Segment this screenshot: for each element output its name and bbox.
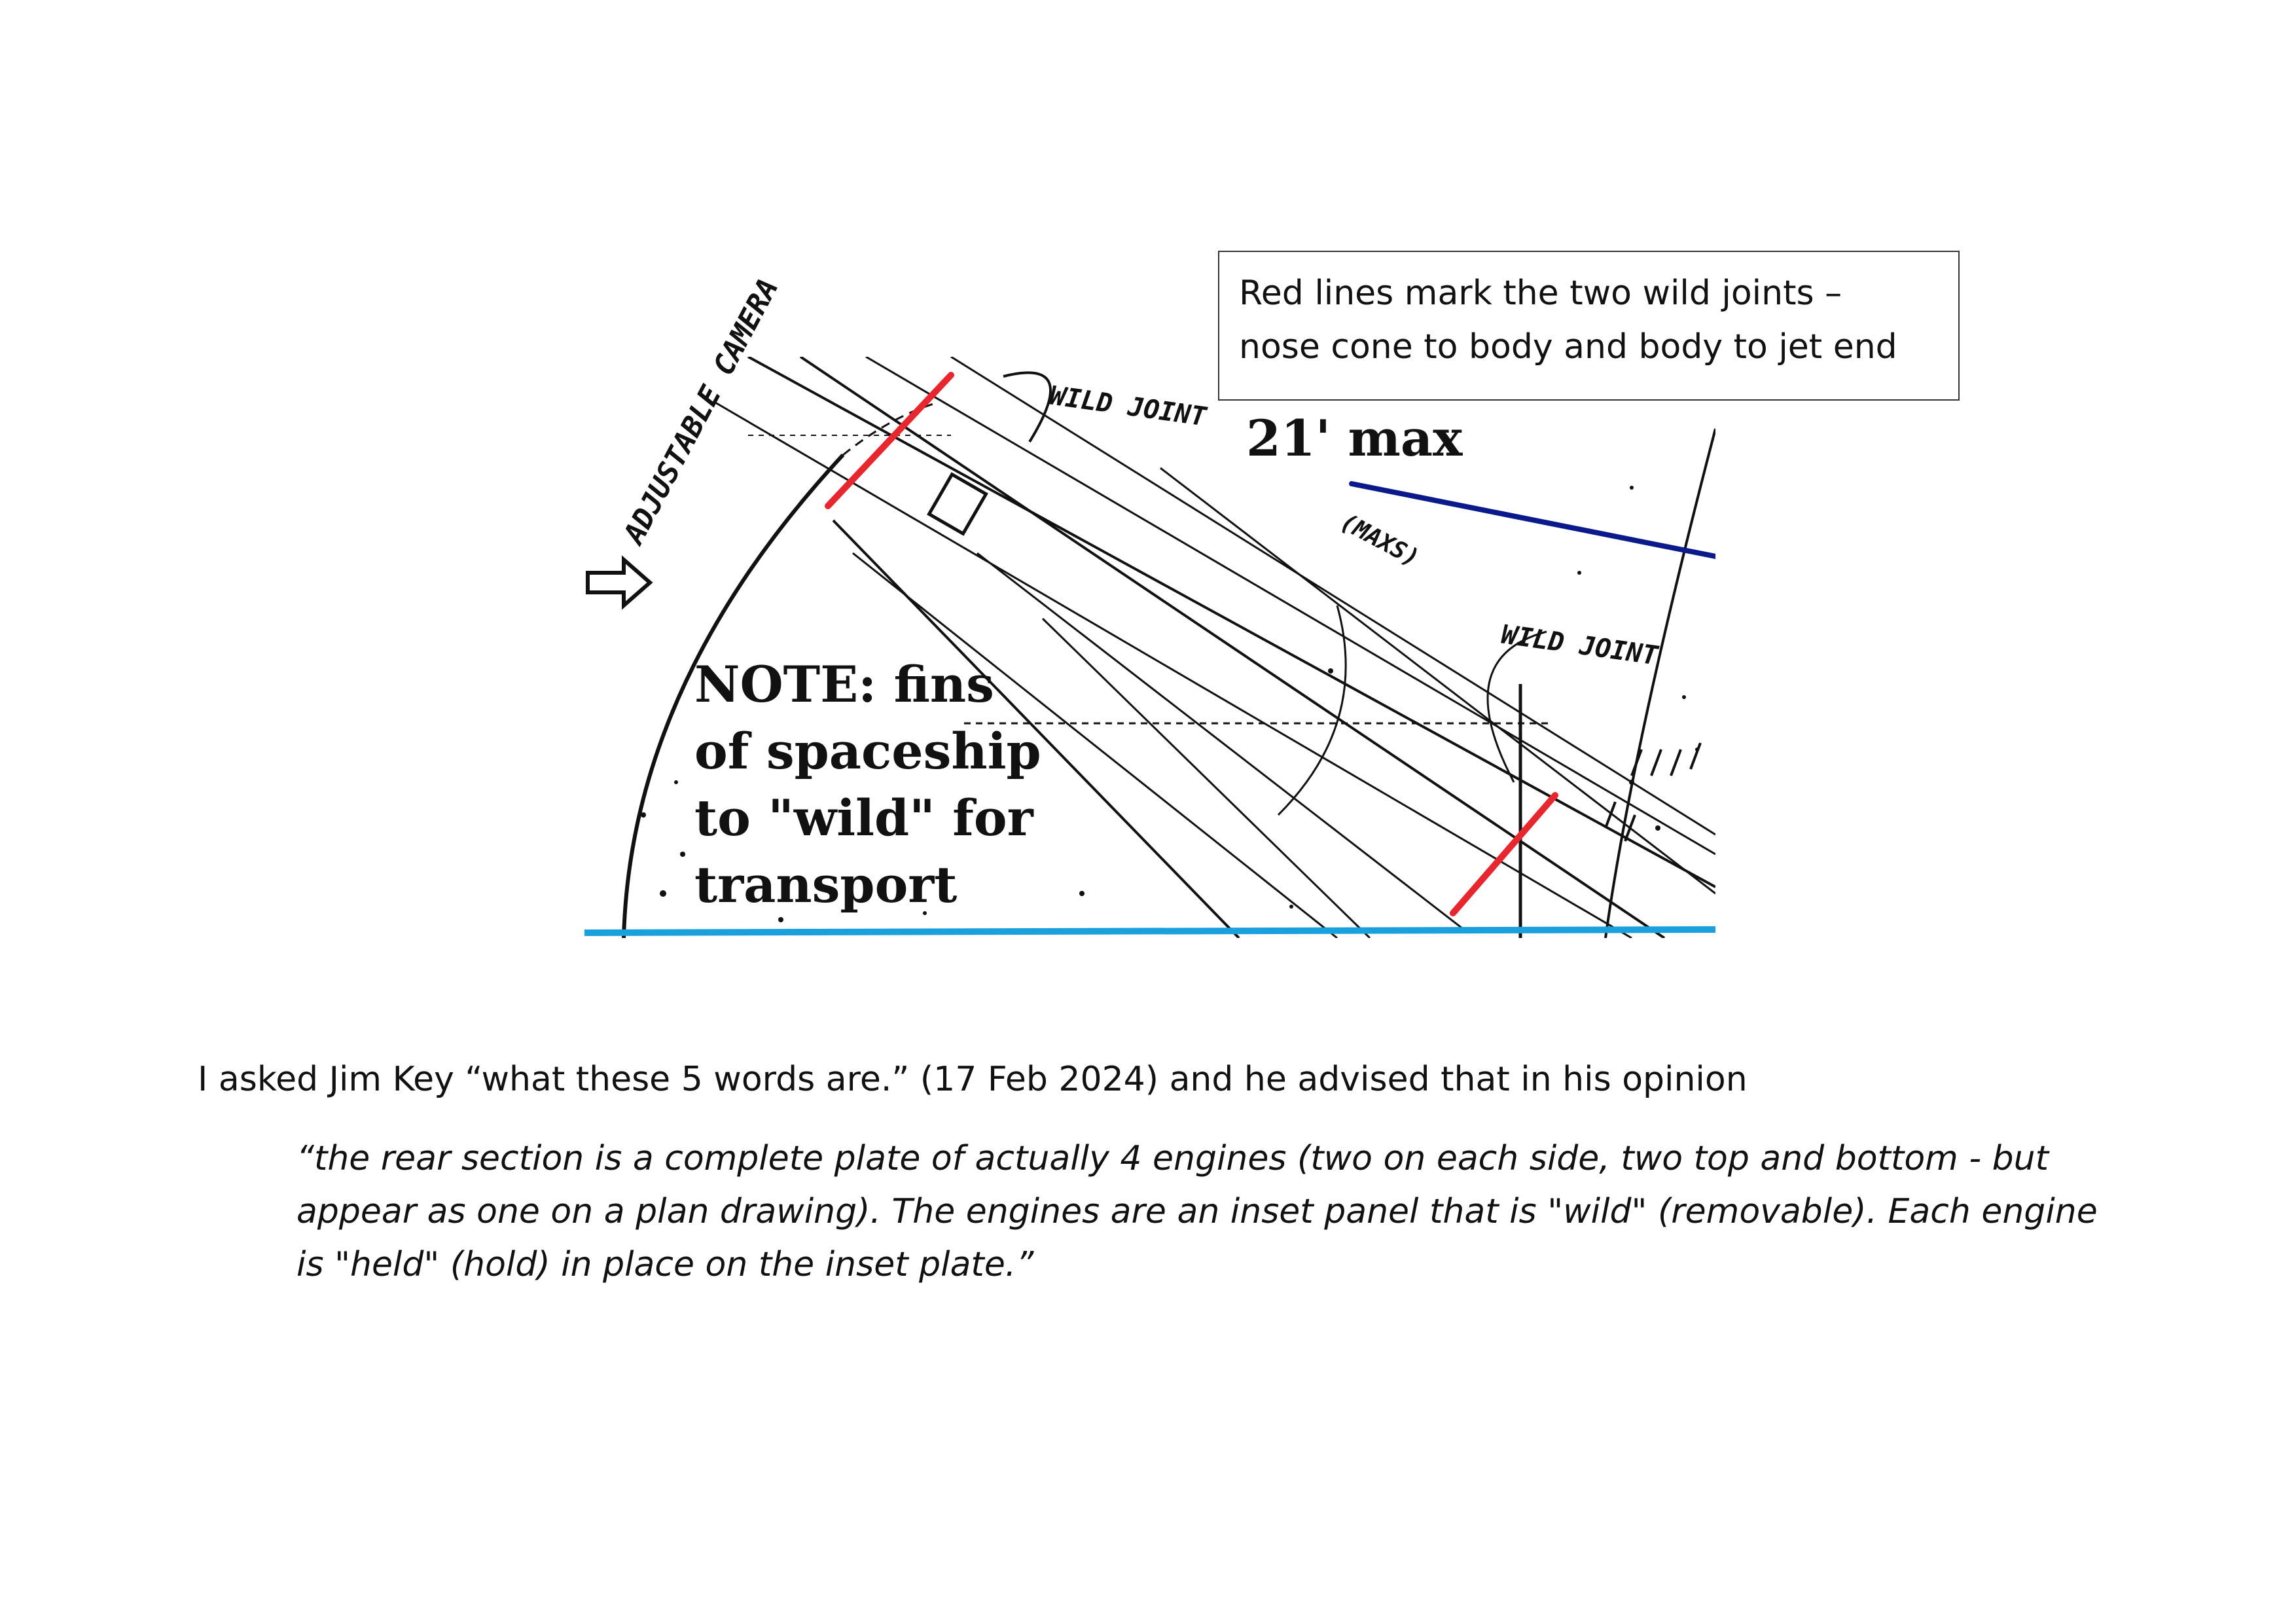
intro-paragraph: I asked Jim Key “what these 5 words are.… [198, 1060, 1748, 1099]
hull-line-3 [865, 357, 1715, 856]
quote-line: appear as one on a plan drawing). The en… [296, 1192, 2098, 1231]
camera-arc-dashed [842, 401, 939, 456]
fins-note-line: to "wild" for [694, 789, 1033, 847]
camera-arc [622, 453, 845, 938]
jim-key-quote: “the rear section is a complete plate of… [296, 1132, 2116, 1291]
hull-line-5 [715, 401, 1632, 938]
fins-note-line: NOTE: fins [694, 655, 994, 713]
fin-line-2 [852, 552, 1338, 938]
fin-line-3 [977, 552, 1469, 934]
quote-line: is "held" (hold) in place on the inset p… [296, 1245, 1034, 1284]
fins-note-line: transport [694, 856, 958, 914]
max-length-label: 21' max [1242, 409, 1467, 468]
fins-note-line: of spaceship [694, 722, 1041, 780]
red-lines-callout-box: Red lines mark the two wild joints – nos… [1218, 251, 1960, 401]
right-arc [1604, 428, 1715, 938]
hatch-marks [1604, 742, 1702, 842]
joint-curve [1003, 371, 1052, 443]
fins-note: NOTE: fins of spaceship to "wild" for tr… [694, 651, 1041, 918]
quote-line: “the rear section is a complete plate of… [296, 1139, 2049, 1178]
callout-line: nose cone to body and body to jet end [1239, 327, 1897, 367]
joint-curve-2 [1486, 630, 1547, 783]
fin-curve [1277, 605, 1347, 816]
drawing-linework [584, 357, 1715, 938]
pointer-arrow [586, 555, 653, 610]
fin-line-4 [1041, 617, 1371, 938]
hull-line-4 [950, 357, 1715, 836]
callout-line: Red lines mark the two wild joints – [1239, 274, 1842, 313]
joint-block [927, 472, 988, 536]
cyan-baseline [584, 926, 1715, 936]
red-joint-mark-jet [1450, 792, 1558, 916]
scan-speckles [641, 486, 1699, 922]
red-joint-mark-nose [825, 372, 954, 509]
plan-drawing-excerpt: WILD JOINT WILD JOINT ADJUSTABLE CAMERA … [584, 273, 1715, 938]
blue-max-line [1349, 481, 1715, 559]
max-line-ink [1160, 467, 1715, 895]
fin-line-1 [832, 519, 1240, 938]
